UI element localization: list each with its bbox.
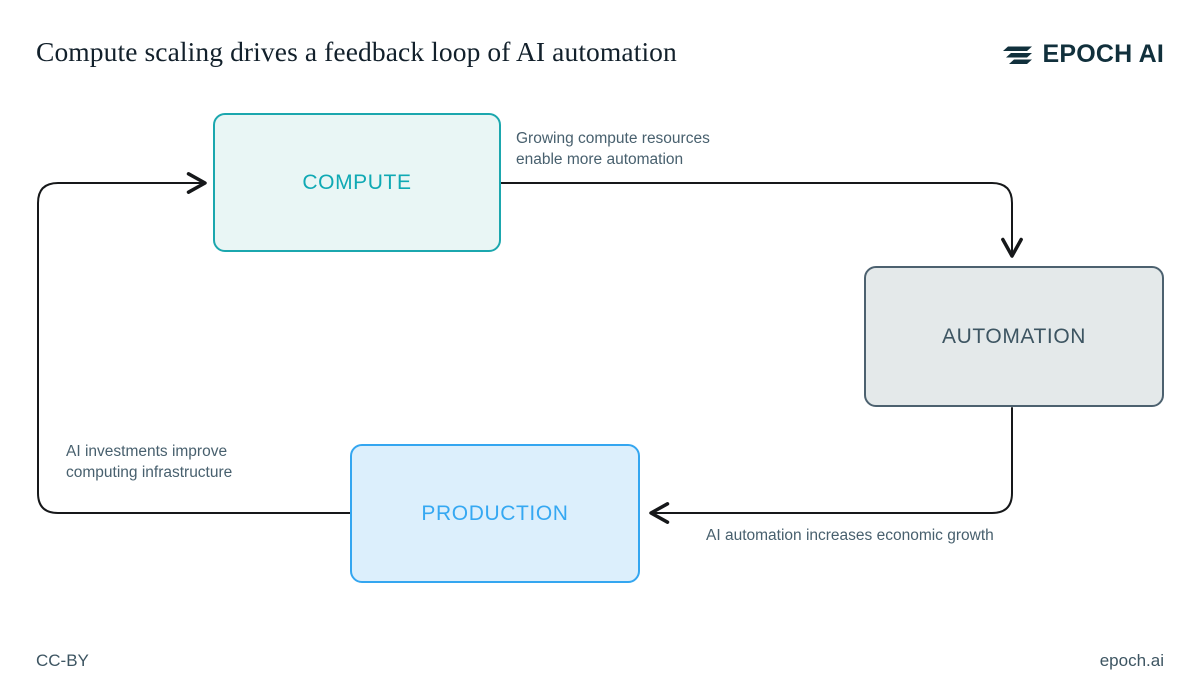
edge-production-compute: [37, 172, 351, 514]
footer: CC-BY epoch.ai: [0, 623, 1200, 693]
node-compute-label: COMPUTE: [302, 170, 412, 194]
edge-label-production-compute: AI investments improve computing infrast…: [66, 443, 233, 481]
footer-license: CC-BY: [36, 651, 89, 670]
edge-compute-automation: [500, 182, 1023, 258]
page-title: Compute scaling drives a feedback loop o…: [36, 36, 677, 67]
node-production[interactable]: PRODUCTION: [350, 444, 640, 583]
node-compute[interactable]: COMPUTE: [213, 113, 501, 252]
node-production-label: PRODUCTION: [421, 501, 569, 525]
edge-label-automation-production: AI automation increases economic growth: [706, 527, 994, 544]
brand-name: EPOCH AI: [1042, 40, 1164, 68]
edge-automation-production: [649, 407, 1013, 524]
epoch-slanted-bars-icon: [1003, 46, 1033, 64]
header: Compute scaling drives a feedback loop o…: [0, 0, 1200, 100]
brand-logo: EPOCH AI: [1003, 40, 1164, 69]
footer-site-url: epoch.ai: [1099, 651, 1164, 670]
edge-label-compute-automation: Growing compute resources enable more au…: [516, 130, 710, 168]
node-automation[interactable]: AUTOMATION: [864, 266, 1164, 407]
node-automation-label: AUTOMATION: [941, 324, 1087, 348]
